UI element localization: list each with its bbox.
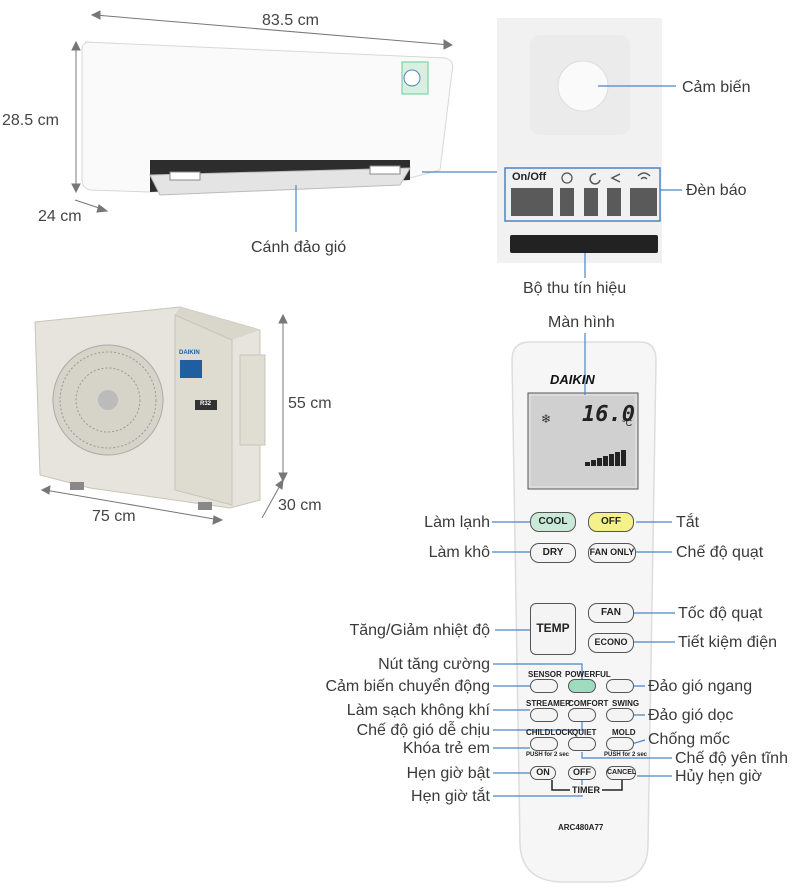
quiet-button[interactable] xyxy=(568,737,596,751)
timer-label: TIMER xyxy=(570,785,602,795)
temp-label: Tăng/Giảm nhiệt độ xyxy=(349,622,490,639)
mold-label: Chống mốc xyxy=(648,731,730,748)
quiet-button-label: QUIET xyxy=(572,728,597,737)
comfort-button[interactable] xyxy=(568,708,596,722)
indicator-label: Đèn báo xyxy=(686,182,747,199)
snowflake-icon: ❄ xyxy=(541,412,552,426)
streamer-label: Làm sạch không khí xyxy=(346,702,490,719)
swing-vertical-button[interactable] xyxy=(606,708,634,722)
timer-off-label: Hẹn giờ tắt xyxy=(411,788,490,805)
sensor-motion-label: Cảm biến chuyển động xyxy=(325,678,490,695)
outdoor-badge: R32 xyxy=(200,401,212,407)
dry-label: Làm khô xyxy=(428,544,490,561)
sensor-label: Cảm biến xyxy=(682,79,751,96)
push-note-b: PUSH for 2 sec xyxy=(604,752,648,758)
outdoor-unit-image xyxy=(34,306,266,510)
louver-label: Cánh đảo gió xyxy=(251,239,347,256)
streamer-button-label: STREAMER xyxy=(526,699,571,708)
cool-label: Làm lạnh xyxy=(424,514,490,531)
comfort-button-label: COMFORT xyxy=(568,699,609,708)
remote-model: ARC480A77 xyxy=(558,823,604,832)
fan-only-button[interactable]: FAN ONLY xyxy=(588,543,636,563)
timer-on-button[interactable]: ON xyxy=(530,766,556,780)
swing-horizontal-label: Đảo gió ngang xyxy=(648,678,753,695)
temp-button[interactable]: TEMP xyxy=(530,603,576,655)
indoor-width-label: 83.5 cm xyxy=(262,12,319,29)
display-unit: °C xyxy=(622,418,633,428)
timer-off-button[interactable]: OFF xyxy=(568,766,596,780)
mold-button[interactable] xyxy=(606,737,634,751)
cool-button[interactable]: COOL xyxy=(530,512,576,532)
powerful-button[interactable] xyxy=(568,679,596,693)
streamer-button[interactable] xyxy=(530,708,558,722)
indoor-height-label: 28.5 cm xyxy=(2,112,59,129)
outdoor-height-label: 55 cm xyxy=(288,395,332,412)
powerful-label: Nút tăng cường xyxy=(378,656,490,673)
sensor-button-label: SENSOR xyxy=(528,670,562,679)
childlock-label: Khóa trẻ em xyxy=(402,740,490,757)
fan-only-label: Chế độ quạt xyxy=(676,544,764,561)
cancel-label: Hủy hẹn giờ xyxy=(675,768,762,785)
powerful-button-label: POWERFUL xyxy=(565,670,611,679)
receiver-label: Bộ thu tín hiệu xyxy=(523,280,627,297)
off-label: Tắt xyxy=(676,514,700,531)
fan-speed-button[interactable]: FAN xyxy=(588,603,634,623)
cancel-button[interactable]: CANCEL xyxy=(606,766,636,780)
econo-label: Tiết kiệm điện xyxy=(678,634,777,651)
comfort-label: Chế độ gió dễ chịu xyxy=(356,722,490,739)
fan-speed-label: Tốc độ quạt xyxy=(678,605,763,622)
swing-button-label: SWING xyxy=(612,699,640,708)
indoor-depth-label: 24 cm xyxy=(38,208,82,225)
sensor-button[interactable] xyxy=(530,679,558,693)
off-button[interactable]: OFF xyxy=(588,512,634,532)
screen-label: Màn hình xyxy=(548,314,615,331)
mold-button-label: MOLD xyxy=(612,728,636,737)
swing-horizontal-button[interactable] xyxy=(606,679,634,693)
timer-on-label: Hẹn giờ bật xyxy=(406,765,490,782)
dry-button[interactable]: DRY xyxy=(530,543,576,563)
outdoor-brand: DAIKIN xyxy=(179,350,200,356)
quiet-label: Chế độ yên tĩnh xyxy=(675,750,788,767)
swing-vertical-label: Đảo gió dọc xyxy=(648,707,734,724)
outdoor-width-label: 75 cm xyxy=(92,508,136,525)
econo-button[interactable]: ECONO xyxy=(588,633,634,653)
on-off-indicator-text: On/Off xyxy=(512,171,547,183)
push-note-a: PUSH for 2 sec xyxy=(526,752,570,758)
display-temperature: 16.0 xyxy=(582,402,635,427)
childlock-button[interactable] xyxy=(530,737,558,751)
indoor-unit-image xyxy=(81,41,454,196)
outdoor-depth-label: 30 cm xyxy=(278,497,322,514)
childlock-button-label: CHILDLOCK xyxy=(526,728,574,737)
remote-brand: DAIKIN xyxy=(550,372,595,387)
